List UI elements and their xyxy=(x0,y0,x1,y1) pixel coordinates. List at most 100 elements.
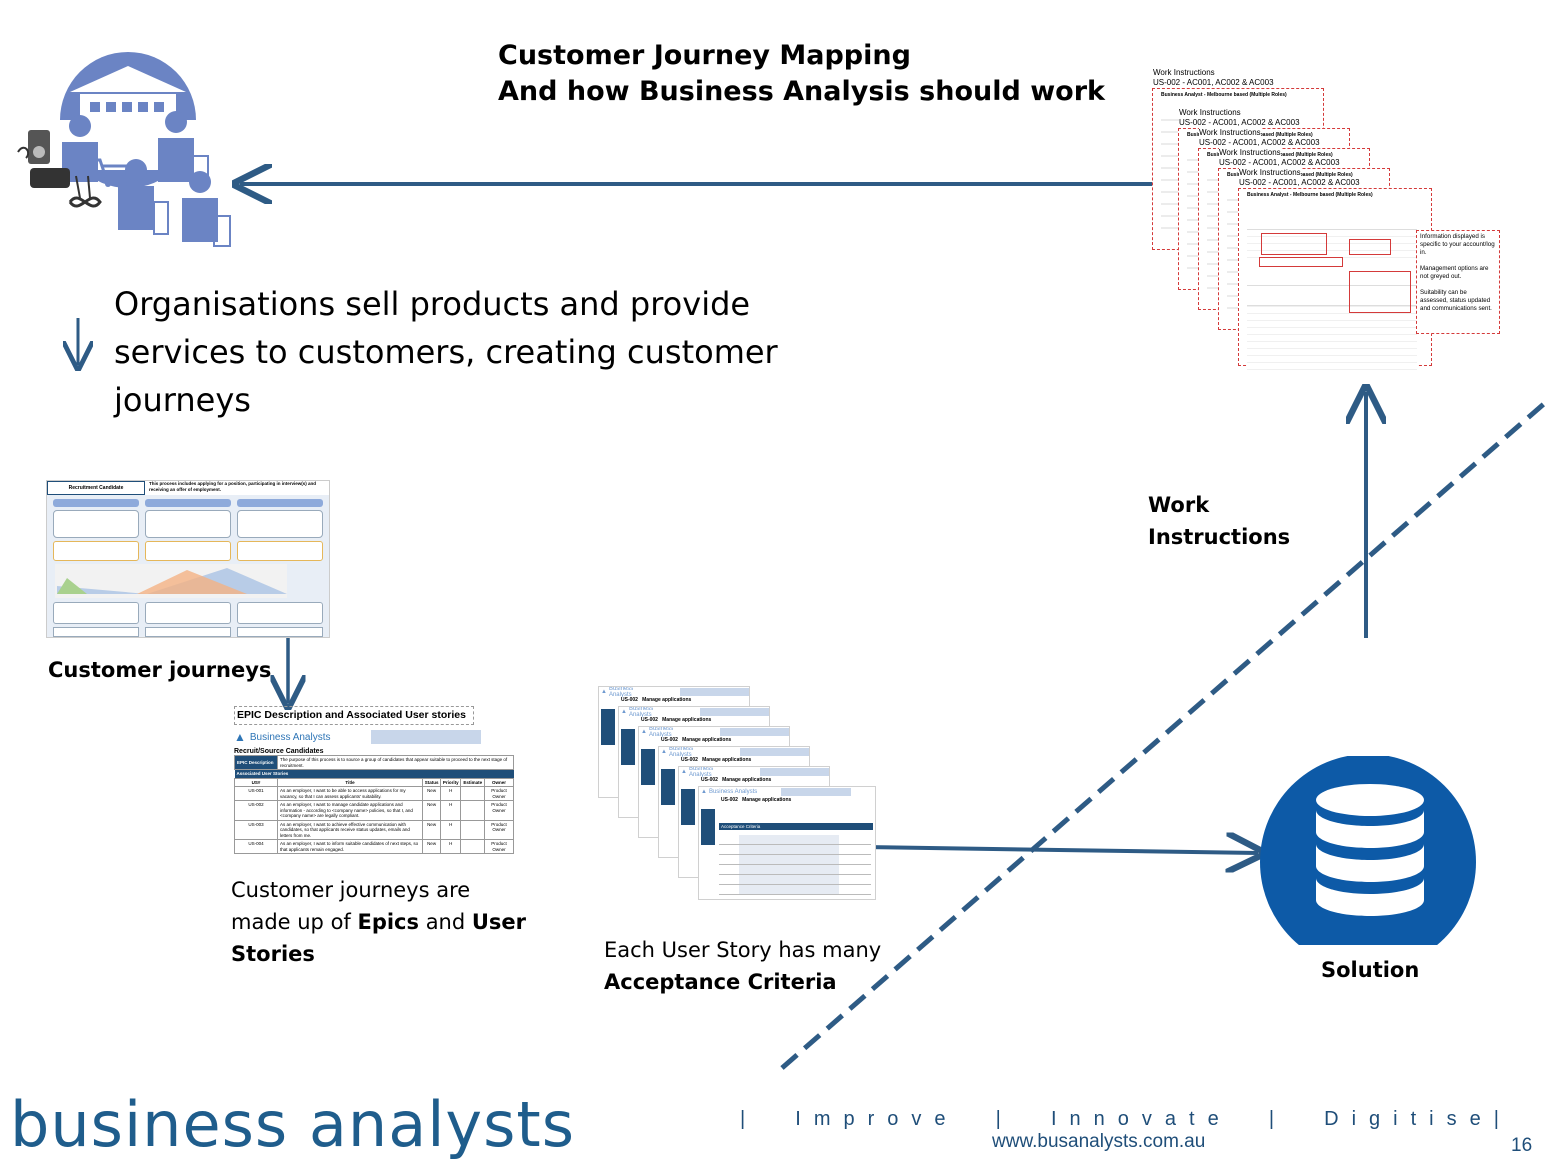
work-instruction-title: Work Instructions xyxy=(1153,68,1215,78)
cell-estimate xyxy=(460,819,485,840)
story-logo-icon: ▲ xyxy=(641,729,647,735)
note-1: Information displayed is specific to you… xyxy=(1420,233,1495,256)
us-desc-acceptance: Acceptance Criteria xyxy=(604,970,837,994)
epic-description-label: EPIC Description xyxy=(234,755,278,770)
story-logo-icon: ▲ xyxy=(601,689,607,695)
screen-region xyxy=(1247,285,1417,292)
story-title: US-002 Manage applications xyxy=(641,717,712,723)
cell-id: US-002 xyxy=(234,800,278,821)
stories-header: Associated User Stories xyxy=(234,769,514,778)
cell-owner: Product Owner xyxy=(484,786,514,801)
story-logo-text: Business Analysts xyxy=(708,789,758,795)
work-instructions-label: Work Instructions xyxy=(1148,489,1290,553)
page-number: 16 xyxy=(1511,1135,1533,1156)
dashed-diagonal xyxy=(780,400,1546,1070)
screen-title: Business Analyst - Melbourne based (Mult… xyxy=(1247,192,1373,198)
screen-title: Business Analyst - Melbourne based (Mult… xyxy=(1161,92,1287,98)
cell-owner: Product Owner xyxy=(484,800,514,821)
footer-logo: business analysts xyxy=(10,1088,576,1161)
cell-status: New xyxy=(421,786,442,801)
cell-id: US-003 xyxy=(234,819,278,840)
story-logo-icon: ▲ xyxy=(661,749,667,755)
col-status: Status xyxy=(421,777,442,787)
customer-journey-thumbnail: Recruitment Candidate This process inclu… xyxy=(46,480,330,638)
cell-owner: Product Owner xyxy=(484,839,514,854)
footer-url[interactable]: www.busanalysts.com.au xyxy=(992,1131,1206,1152)
cell-owner: Product Owner xyxy=(484,819,514,840)
cell-status: New xyxy=(421,819,442,840)
arrow-stories-to-solution xyxy=(861,847,1258,853)
work-instruction-title: Work Instructions xyxy=(1239,168,1301,178)
cell-priority: H xyxy=(440,800,462,821)
cell-id: US-004 xyxy=(234,839,278,854)
col-us: US# xyxy=(234,777,278,787)
story-logo-text: Business Analysts xyxy=(648,726,674,738)
epic-desc-text-2: and xyxy=(419,910,472,934)
story-title: US-002 Manage applications xyxy=(681,757,752,763)
col-estimate: Estimate xyxy=(460,777,485,787)
screen-region xyxy=(1247,229,1417,264)
col-priority: Priority xyxy=(440,777,462,787)
cell-priority: H xyxy=(440,819,462,840)
work-instructions-label-1: Work xyxy=(1148,493,1210,517)
epic-desc-epics: Epics xyxy=(357,910,420,934)
work-instruction-subtitle: US-002 - AC001, AC002 & AC003 xyxy=(1199,138,1320,148)
story-logo-text: Business Analysts xyxy=(668,746,694,758)
acceptance-criteria-header: Acceptance Criteria xyxy=(719,823,873,830)
us-desc-text: Each User Story has many xyxy=(604,938,882,962)
intro-text: Organisations sell products and provide … xyxy=(114,285,778,419)
story-logo-text: Business Analysts xyxy=(688,766,714,778)
solution-label: Solution xyxy=(1321,958,1420,982)
slide-title: Customer Journey Mapping And how Busines… xyxy=(498,38,1105,110)
journey-emotion-chart xyxy=(55,564,287,598)
epic-logo-icon: ▲ xyxy=(234,730,246,744)
story-logo-icon: ▲ xyxy=(621,709,627,715)
story-logo-text: Business Analysts xyxy=(628,706,654,718)
story-logo-icon: ▲ xyxy=(701,789,707,795)
story-title: US-002 Manage applications xyxy=(621,697,692,703)
criteria-row xyxy=(719,875,871,885)
story-title: US-002 Manage applications xyxy=(661,737,732,743)
user-stories-description: Each User Story has many Acceptance Crit… xyxy=(604,934,924,998)
cell-status: New xyxy=(421,839,442,854)
work-instructions-notes: Information displayed is specific to you… xyxy=(1416,230,1500,334)
story-logo-text: Business Analysts xyxy=(608,686,634,698)
cell-status: New xyxy=(421,800,442,821)
col-owner: Owner xyxy=(484,777,514,787)
criteria-row xyxy=(719,855,871,865)
epic-document: ▲ Business Analysts Recruit/Source Candi… xyxy=(224,726,524,868)
work-instruction-title: Work Instructions xyxy=(1179,108,1241,118)
story-logo-icon: ▲ xyxy=(681,769,687,775)
cell-title: As an employer, I want to manage candida… xyxy=(277,800,423,821)
customers-icon xyxy=(17,52,231,247)
col-title: Title xyxy=(277,777,423,787)
cell-priority: H xyxy=(440,839,462,854)
work-instructions-label-2: Instructions xyxy=(1148,525,1291,549)
epic-table: EPIC Description The purpose of this pro… xyxy=(234,755,514,854)
cell-title: As an employer, I want to inform suitabl… xyxy=(277,839,423,854)
journey-doc-subtitle: This process includes applying for a pos… xyxy=(145,481,329,495)
customer-journeys-label: Customer journeys xyxy=(48,658,272,682)
work-instruction-subtitle: US-002 - AC001, AC002 & AC003 xyxy=(1239,178,1360,188)
epic-logo-text: Business Analysts xyxy=(249,731,331,743)
criteria-row xyxy=(719,845,871,855)
cell-title: As an employer, I want to achieve effect… xyxy=(277,819,423,840)
note-3: Suitability can be assessed, status upda… xyxy=(1420,289,1492,312)
work-instruction-title: Work Instructions xyxy=(1199,128,1261,138)
story-title: US-002 Manage applications xyxy=(701,777,772,783)
title-line-1: Customer Journey Mapping xyxy=(498,40,911,71)
journey-doc-title: Recruitment Candidate xyxy=(47,481,145,495)
work-instruction-title: Work Instructions xyxy=(1219,148,1281,158)
criteria-row xyxy=(719,865,871,875)
solution-database-icon xyxy=(1260,756,1476,945)
screen-region xyxy=(1247,305,1417,376)
epic-description: Customer journeys are made up of Epics a… xyxy=(231,874,531,970)
work-instruction-subtitle: US-002 - AC001, AC002 & AC003 xyxy=(1179,118,1300,128)
